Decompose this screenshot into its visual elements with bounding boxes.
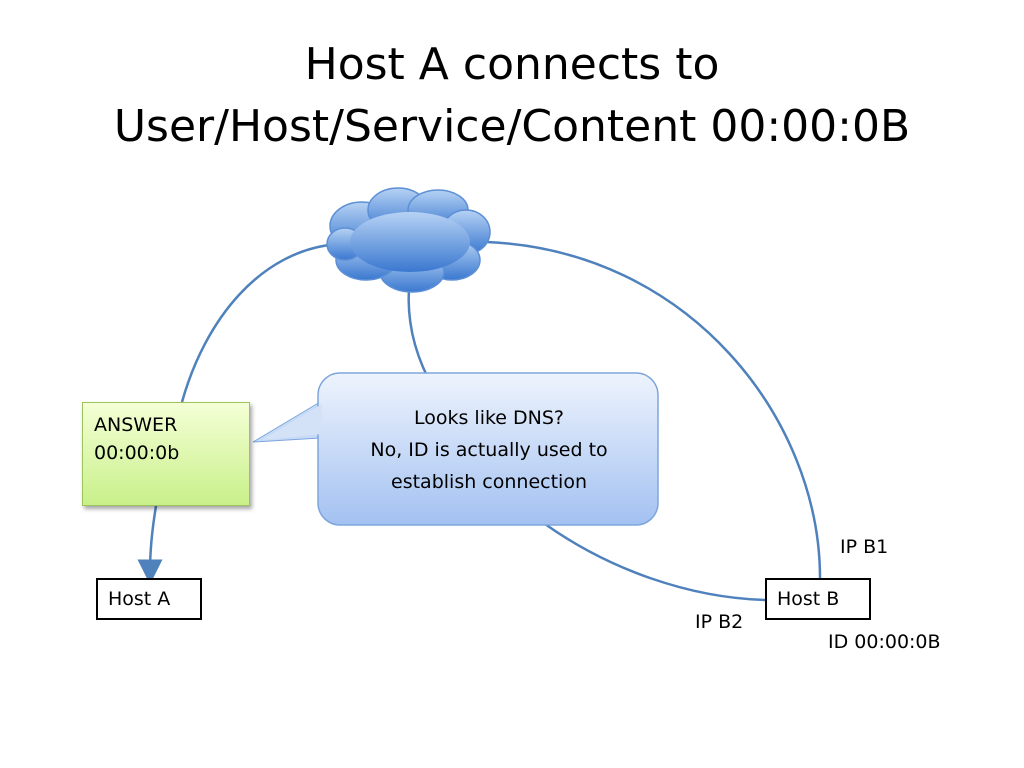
host-a-box: Host A bbox=[96, 578, 202, 620]
callout-line-1: Looks like DNS? bbox=[413, 407, 565, 429]
host-a-label: Host A bbox=[108, 588, 171, 610]
title-line-1: Host A connects to bbox=[304, 39, 720, 90]
link-cloud-to-callout bbox=[407, 287, 430, 379]
callout-line-3: establish connection bbox=[391, 471, 587, 493]
slide-title: Host A connects to User/Host/Service/Con… bbox=[0, 34, 1024, 158]
network-cloud-icon bbox=[326, 187, 491, 293]
title-line-2: User/Host/Service/Content 00:00:0B bbox=[113, 101, 911, 152]
answer-box: ANSWER 00:00:0b bbox=[82, 402, 250, 506]
answer-label: ANSWER bbox=[94, 414, 178, 436]
ip-b1-label: IP B1 bbox=[840, 536, 889, 558]
host-b-label: Host B bbox=[777, 588, 840, 610]
host-b-box: Host B bbox=[765, 578, 871, 620]
answer-id: 00:00:0b bbox=[94, 442, 180, 464]
arrow-answer-to-host-a bbox=[137, 505, 163, 585]
speech-callout bbox=[252, 372, 659, 526]
link-ip-b1 bbox=[485, 240, 822, 579]
ip-b2-label: IP B2 bbox=[695, 611, 744, 633]
callout-line-2: No, ID is actually used to bbox=[370, 439, 608, 461]
link-cloud-to-host-a bbox=[180, 242, 339, 403]
link-ip-b2 bbox=[544, 522, 767, 602]
host-b-id-label: ID 00:00:0B bbox=[828, 631, 941, 653]
callout-text: Looks like DNS? No, ID is actually used … bbox=[320, 402, 658, 498]
